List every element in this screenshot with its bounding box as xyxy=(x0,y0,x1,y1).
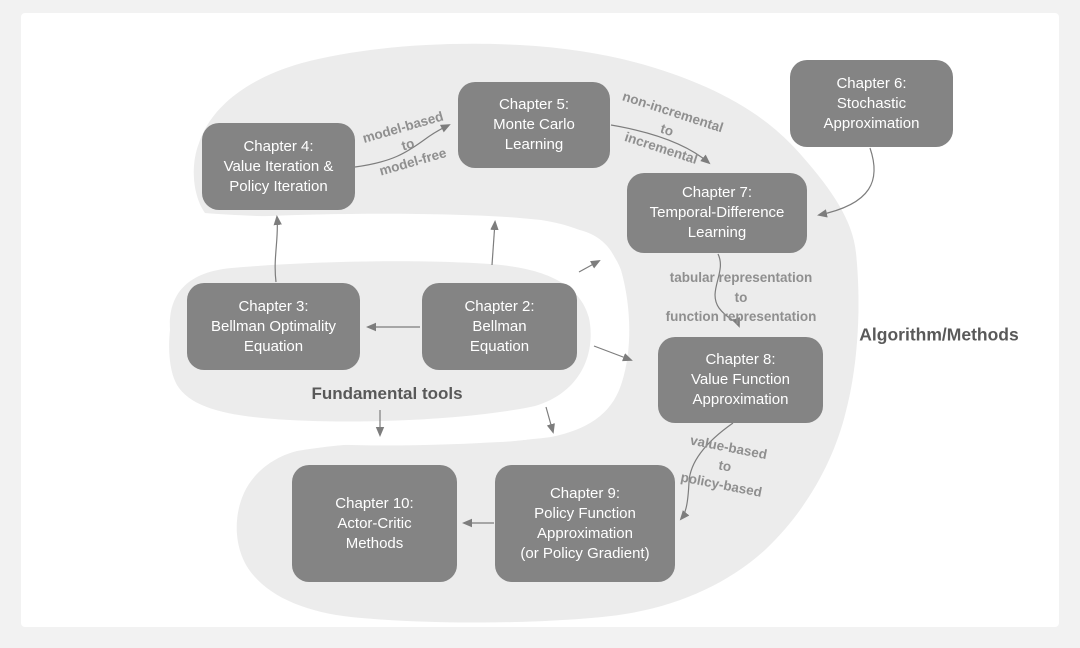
edge-ch8-to-ch9 xyxy=(679,422,734,521)
node-line: Stochastic xyxy=(836,94,907,112)
node-line: Learning xyxy=(687,224,747,241)
node-line: Approximation xyxy=(692,391,789,408)
node-line: Policy Iteration xyxy=(229,177,328,195)
node-chapter-2: Chapter 2: Bellman Equation xyxy=(422,283,577,370)
node-chapter-8: Chapter 8: Value Function Approximation xyxy=(658,337,823,423)
edge-ch7-to-ch8 xyxy=(714,253,740,328)
node-line: Equation xyxy=(243,337,304,355)
edge-tools-to-ch8 xyxy=(593,345,633,362)
node-line: Value Function xyxy=(691,371,790,388)
node-chapter-6: Chapter 6: Stochastic Approximation xyxy=(790,60,953,147)
node-line: Bellman xyxy=(472,317,527,335)
node-line: Equation xyxy=(469,337,530,355)
node-line: Methods xyxy=(345,534,404,552)
node-chapter-4: Chapter 4: Value Iteration & Policy Iter… xyxy=(202,123,355,210)
node-chapter-5: Chapter 5: Monte Carlo Learning xyxy=(458,82,610,168)
node-line: Chapter 8: xyxy=(705,351,776,368)
fundamental-tools-label: Fundamental tools xyxy=(311,384,463,403)
node-chapter-10: Chapter 10: Actor-Critic Methods xyxy=(292,465,457,582)
edge-label-line: tabular representation xyxy=(669,269,813,285)
node-chapter-3: Chapter 3: Bellman Optimality Equation xyxy=(187,283,360,370)
node-line: Policy Function xyxy=(534,504,636,522)
node-line: (or Policy Gradient) xyxy=(520,544,650,562)
algorithm-methods-label: Algorithm/Methods xyxy=(859,324,1019,345)
edge-label-line: to xyxy=(734,289,748,305)
node-chapter-7: Chapter 7: Temporal-Difference Learning xyxy=(627,173,807,253)
node-line: Chapter 4: xyxy=(243,137,314,155)
edge-label-line: function representation xyxy=(665,308,817,324)
edge-tools-to-ch9 xyxy=(545,406,555,434)
node-line: Bellman Optimality xyxy=(210,317,337,335)
node-line: Temporal-Difference xyxy=(649,204,785,221)
edge-label-tabular-to-function-representation: tabular representation to function repre… xyxy=(666,268,817,327)
node-line: Chapter 10: xyxy=(335,494,414,512)
node-line: Chapter 6: xyxy=(836,74,907,92)
node-line: Value Iteration & xyxy=(223,157,334,175)
edge-ch6-to-ch7 xyxy=(817,147,875,218)
node-line: Actor-Critic xyxy=(337,514,412,532)
node-line: Approximation xyxy=(537,524,633,542)
node-line: Chapter 3: xyxy=(238,297,309,315)
node-line: Approximation xyxy=(823,114,920,132)
node-chapter-9: Chapter 9: Policy Function Approximation… xyxy=(495,465,675,582)
edge-ch4-to-ch5 xyxy=(354,124,451,168)
node-line: Chapter 5: xyxy=(498,96,570,113)
node-line: Chapter 9: xyxy=(549,484,621,502)
edge-tools-to-ch5 xyxy=(490,220,499,266)
edge-tools-to-ch7 xyxy=(578,260,601,273)
edge-ch3-to-ch4 xyxy=(273,215,282,283)
node-line: Chapter 2: xyxy=(464,297,535,315)
edge-ch5-to-ch7 xyxy=(610,124,711,165)
node-line: Monte Carlo xyxy=(493,116,575,133)
node-line: Learning xyxy=(504,136,564,153)
node-line: Chapter 7: xyxy=(681,184,753,201)
